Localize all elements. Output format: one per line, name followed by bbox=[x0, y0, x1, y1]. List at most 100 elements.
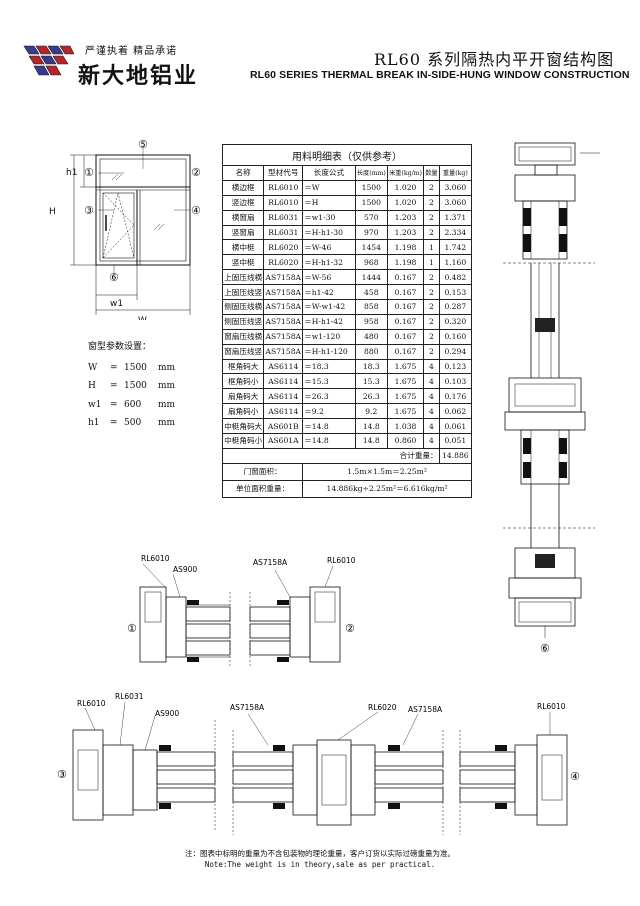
bom-cell: 横中梃 bbox=[221, 239, 265, 256]
bom-unit-weight-label: 单位面积重量： bbox=[221, 479, 304, 498]
marker-6: ⑥ bbox=[109, 271, 119, 284]
bom-cell: 框角码大 bbox=[221, 358, 265, 375]
section-1-marker: ① bbox=[127, 622, 137, 635]
bom-cell: 0.062 bbox=[438, 403, 473, 420]
bom-cell: 2 bbox=[423, 269, 440, 286]
bom-cell: 0.160 bbox=[438, 328, 473, 345]
vertical-section-drawing: ⑥ bbox=[503, 142, 600, 655]
bom-cell: 0.294 bbox=[438, 343, 473, 360]
section-3-label-rl6010: RL6010 bbox=[77, 699, 106, 708]
bom-cell: 0.061 bbox=[438, 418, 473, 435]
bom-cell: 1.675 bbox=[386, 403, 425, 420]
bom-cell: 1.675 bbox=[386, 358, 425, 375]
bom-cell: 0.287 bbox=[438, 299, 473, 315]
bom-header-cell: 长度(mm) bbox=[354, 165, 388, 181]
section-5-label-rl6010: RL6010 bbox=[537, 702, 566, 711]
bom-cell: 970 bbox=[354, 224, 388, 241]
section-2-label-as7158a: AS7158A bbox=[253, 558, 288, 567]
bom-cell: 880 bbox=[354, 343, 388, 360]
bom-cell: 竖边框 bbox=[221, 194, 265, 211]
bom-cell: AS7158A bbox=[263, 284, 304, 301]
bom-cell: ＝26.3 bbox=[302, 388, 356, 405]
bom-cell: 0.167 bbox=[386, 343, 425, 360]
bom-cell: 4 bbox=[423, 418, 440, 435]
footer-note-en: Note:The weight is in theory,sale as per… bbox=[204, 860, 436, 869]
bom-cell: ＝W-46 bbox=[302, 239, 356, 256]
page-title-en: RL60 SERIES THERMAL BREAK IN-SIDE-HUNG W… bbox=[250, 69, 630, 81]
company-name: 新大地铝业 bbox=[78, 63, 199, 89]
bom-cell: ＝h1-42 bbox=[302, 284, 356, 301]
bom-header-cell: 重量(kg) bbox=[438, 165, 473, 181]
bom-cell: 1.160 bbox=[438, 254, 473, 271]
marker-2: ② bbox=[191, 166, 201, 179]
bom-cell: ＝w1-120 bbox=[302, 328, 356, 345]
bom-cell: AS601B bbox=[263, 418, 304, 435]
bom-cell: AS7158A bbox=[263, 343, 304, 360]
bom-cell: 2 bbox=[423, 224, 440, 241]
bom-total: 合计重量：14.886 bbox=[222, 447, 473, 464]
bom-cell: ＝H bbox=[302, 194, 356, 211]
bom-cell: ＝14.8 bbox=[302, 418, 356, 435]
bom-header-row: 名称型材代号长度公式长度(mm)米重(kg/m)数量重量(kg) bbox=[221, 165, 473, 181]
bom-cell: 2 bbox=[423, 313, 440, 330]
section-5-drawing: ④ RL6010 bbox=[459, 702, 580, 835]
company-slogan: 严谨执着 精品承诺 bbox=[85, 46, 178, 57]
window-elevation-drawing: H h1 W w1 ① ② ③ ④ ⑤ ⑥ bbox=[49, 138, 201, 320]
bom-header-cell: 名称 bbox=[221, 165, 265, 181]
bom-cell: 14.8 bbox=[354, 418, 388, 435]
bom-cell: 上固压线横 bbox=[221, 269, 265, 286]
company-logo-icon bbox=[23, 45, 74, 76]
dim-w1-label: w1 bbox=[110, 299, 123, 309]
bom-cell: 2 bbox=[423, 194, 440, 211]
bom-cell: 1.020 bbox=[386, 194, 425, 211]
bom-cell: 2 bbox=[423, 343, 440, 360]
section-5-marker: ④ bbox=[570, 770, 580, 783]
bom-cell: AS601A bbox=[263, 433, 304, 449]
bom-cell: 0.103 bbox=[438, 373, 473, 390]
bom-total-value: 14.886 bbox=[438, 447, 473, 464]
bom-cell: 0.167 bbox=[386, 328, 425, 345]
dim-H-label: H bbox=[49, 207, 56, 217]
bom-cell: 0.860 bbox=[386, 433, 425, 449]
bom-cell: 横窗扇 bbox=[221, 209, 265, 226]
bom-unit-weight-value: 14.886kg÷2.25m²＝6.616kg/m² bbox=[302, 479, 472, 498]
bom-cell: 竖窗扇 bbox=[221, 224, 265, 241]
section-2-marker: ② bbox=[345, 622, 355, 635]
bom-cell: AS7158A bbox=[263, 269, 304, 286]
bom-cell: 0.123 bbox=[438, 358, 473, 375]
bom-unit-weight: 单位面积重量：14.886kg÷2.25m²＝6.616kg/m² bbox=[221, 479, 472, 498]
bom-cell: RL6010 bbox=[263, 179, 304, 196]
section-3-label-as900: AS900 bbox=[155, 709, 179, 718]
section-4-label-rl6020: RL6020 bbox=[368, 703, 397, 712]
bom-cell: 0.167 bbox=[386, 313, 425, 330]
bom-cell: 1.675 bbox=[386, 373, 425, 390]
bom-cell: ＝w1-30 bbox=[302, 209, 356, 226]
section-1-drawing: ① RL6010 AS900 bbox=[127, 554, 231, 667]
bom-cell: 0.153 bbox=[438, 284, 473, 301]
bom-cell: 0.051 bbox=[438, 433, 473, 449]
params-title: 窗型参数设置： bbox=[88, 342, 152, 352]
section-1-label-as900: AS900 bbox=[173, 565, 197, 574]
bom-cell: 858 bbox=[354, 299, 388, 315]
bom-cell: AS6114 bbox=[263, 373, 304, 390]
bom-header-cell: 米重(kg/m) bbox=[386, 165, 425, 181]
bom-cell: RL6031 bbox=[263, 224, 304, 241]
marker-3: ③ bbox=[84, 204, 94, 217]
bom-cell: ＝H-h1-30 bbox=[302, 224, 356, 241]
marker-5: ⑤ bbox=[138, 138, 148, 151]
bom-table: 用料明细表（仅供参考） 名称型材代号长度公式长度(mm)米重(kg/m)数量重量… bbox=[221, 144, 473, 498]
bom-cell: 968 bbox=[354, 254, 388, 271]
bom-cell: ＝W-56 bbox=[302, 269, 356, 286]
bom-cell: 9.2 bbox=[354, 403, 388, 420]
